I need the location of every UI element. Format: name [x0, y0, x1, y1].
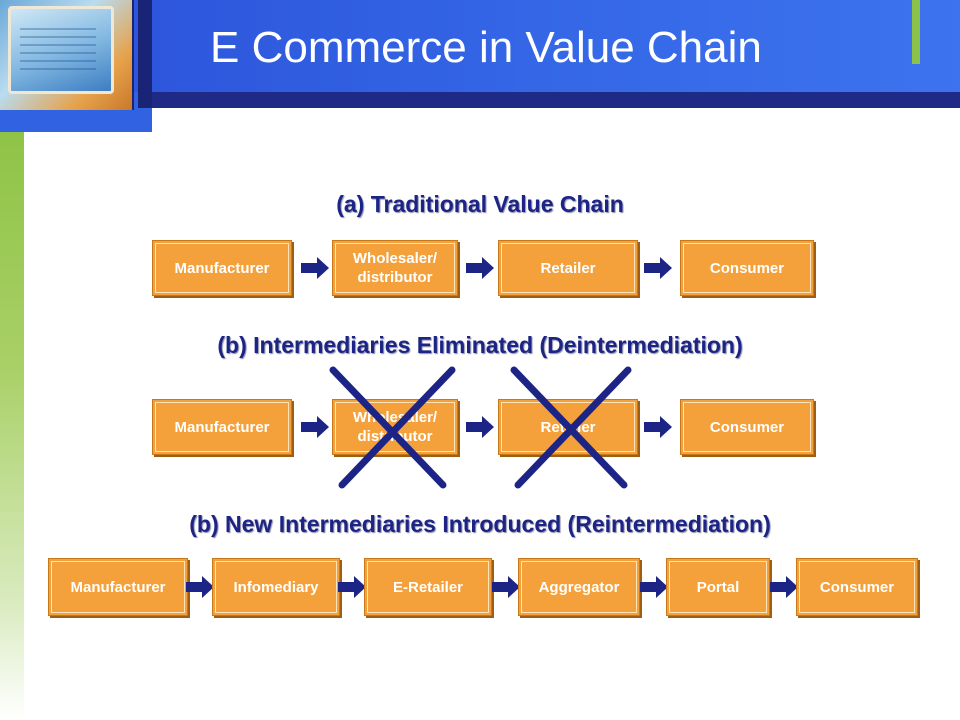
box-consumer: Consumer: [796, 558, 918, 616]
computer-monitor-image: [0, 0, 134, 110]
cross-mark-retailer-stroke: [514, 366, 632, 489]
arrow-right-icon: [301, 257, 329, 279]
cross-mark-wholesaler-stroke: [329, 366, 447, 489]
title-divider-bar: [138, 0, 152, 108]
arrow-right-icon: [492, 576, 520, 598]
cross-mark-wholesaler-stroke: [338, 366, 456, 489]
box-wholesaler-eliminated: Wholesaler/ distributor: [332, 399, 458, 455]
box-aggregator: Aggregator: [518, 558, 640, 616]
monitor-screen-icon: [8, 6, 114, 94]
box-manufacturer: Manufacturer: [48, 558, 188, 616]
box-manufacturer: Manufacturer: [152, 399, 292, 455]
title-underline-strip: [152, 92, 960, 108]
box-infomediary: Infomediary: [212, 558, 340, 616]
box-portal: Portal: [666, 558, 770, 616]
section-title-deintermediation: (b) Intermediaries Eliminated (Deinterme…: [217, 332, 743, 358]
arrow-right-icon: [466, 416, 494, 438]
right-accent-bar: [912, 0, 920, 64]
arrow-right-icon: [770, 576, 798, 598]
arrow-right-icon: [644, 416, 672, 438]
arrow-right-icon: [466, 257, 494, 279]
left-accent-bar: [0, 132, 24, 720]
box-wholesaler: Wholesaler/ distributor: [332, 240, 458, 296]
arrow-right-icon: [301, 416, 329, 438]
box-consumer: Consumer: [680, 399, 814, 455]
section-title-traditional: (a) Traditional Value Chain: [336, 191, 624, 217]
box-manufacturer: Manufacturer: [152, 240, 292, 296]
screen-lines-decoration: [20, 22, 96, 70]
slide-title: E Commerce in Value Chain: [210, 23, 762, 72]
section-title-reintermediation: (b) New Intermediaries Introduced (Reint…: [189, 511, 771, 537]
arrow-right-icon: [186, 576, 214, 598]
box-consumer: Consumer: [680, 240, 814, 296]
arrow-right-icon: [644, 257, 672, 279]
arrow-right-icon: [338, 576, 366, 598]
title-bar: [0, 0, 960, 92]
box-e-retailer: E-Retailer: [364, 558, 492, 616]
arrow-right-icon: [640, 576, 668, 598]
box-retailer: Retailer: [498, 240, 638, 296]
